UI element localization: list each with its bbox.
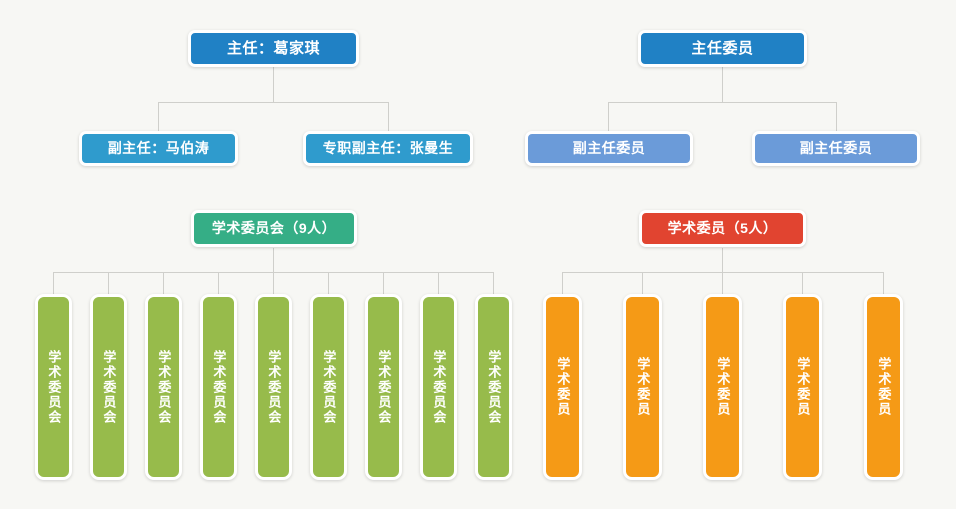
connector-left-member-8 xyxy=(438,272,439,294)
right-committee-label: 学术委员（5人） xyxy=(667,220,778,237)
left-member-label-9: 学术委员会 xyxy=(486,349,502,425)
left-member-node-7[interactable]: 学术委员会 xyxy=(365,294,402,480)
right-member-label-2: 学术委员 xyxy=(635,357,651,417)
connector-left-deputy-bus xyxy=(158,102,389,103)
left-deputy-label-2: 专职副主任：张曼生 xyxy=(322,140,454,157)
connector-left-member-3 xyxy=(163,272,164,294)
left-committee-label: 学术委员会（9人） xyxy=(211,220,337,237)
left-deputy-node-2[interactable]: 专职副主任：张曼生 xyxy=(303,131,473,166)
right-member-label-4: 学术委员 xyxy=(795,357,811,417)
left-member-node-2[interactable]: 学术委员会 xyxy=(90,294,127,480)
connector-right-member-1 xyxy=(562,272,563,294)
right-member-node-2[interactable]: 学术委员 xyxy=(623,294,662,480)
left-member-node-9[interactable]: 学术委员会 xyxy=(475,294,512,480)
left-deputy-label-1: 副主任：马伯涛 xyxy=(107,140,210,157)
left-member-label-1: 学术委员会 xyxy=(46,349,62,425)
left-member-label-8: 学术委员会 xyxy=(431,349,447,425)
left-member-label-6: 学术委员会 xyxy=(321,349,337,425)
right-member-node-1[interactable]: 学术委员 xyxy=(543,294,582,480)
right-member-node-5[interactable]: 学术委员 xyxy=(864,294,903,480)
connector-right-member-4 xyxy=(802,272,803,294)
connector-left-member-7 xyxy=(383,272,384,294)
connector-right-committee-down xyxy=(722,248,723,272)
connector-left-deputy-1 xyxy=(158,102,159,131)
right-root-node[interactable]: 主任委员 xyxy=(638,30,807,67)
right-deputy-node-2[interactable]: 副主任委员 xyxy=(752,131,920,166)
right-member-node-3[interactable]: 学术委员 xyxy=(703,294,742,480)
connector-right-member-5 xyxy=(883,272,884,294)
connector-left-member-5 xyxy=(273,272,274,294)
left-deputy-node-1[interactable]: 副主任：马伯涛 xyxy=(79,131,238,166)
right-root-label: 主任委员 xyxy=(691,39,754,57)
left-member-label-7: 学术委员会 xyxy=(376,349,392,425)
left-member-node-4[interactable]: 学术委员会 xyxy=(200,294,237,480)
left-member-node-8[interactable]: 学术委员会 xyxy=(420,294,457,480)
left-member-node-6[interactable]: 学术委员会 xyxy=(310,294,347,480)
right-deputy-label-2: 副主任委员 xyxy=(799,140,873,157)
connector-left-member-6 xyxy=(328,272,329,294)
left-committee-node[interactable]: 学术委员会（9人） xyxy=(191,210,357,247)
connector-right-member-3 xyxy=(722,272,723,294)
left-member-node-1[interactable]: 学术委员会 xyxy=(35,294,72,480)
left-member-label-5: 学术委员会 xyxy=(266,349,282,425)
right-member-label-1: 学术委员 xyxy=(555,357,571,417)
right-member-label-5: 学术委员 xyxy=(876,357,892,417)
connector-left-committee-down xyxy=(273,248,274,272)
connector-right-deputy-2 xyxy=(836,102,837,131)
connector-right-root-down xyxy=(722,66,723,102)
right-member-node-4[interactable]: 学术委员 xyxy=(783,294,822,480)
connector-right-deputy-bus xyxy=(608,102,836,103)
connector-left-member-4 xyxy=(218,272,219,294)
connector-right-deputy-1 xyxy=(608,102,609,131)
connector-left-root-down xyxy=(273,66,274,102)
right-deputy-node-1[interactable]: 副主任委员 xyxy=(525,131,693,166)
right-member-label-3: 学术委员 xyxy=(715,357,731,417)
right-deputy-label-1: 副主任委员 xyxy=(572,140,646,157)
left-member-node-5[interactable]: 学术委员会 xyxy=(255,294,292,480)
connector-left-member-1 xyxy=(53,272,54,294)
connector-left-member-9 xyxy=(493,272,494,294)
right-committee-node[interactable]: 学术委员（5人） xyxy=(639,210,806,247)
left-member-label-3: 学术委员会 xyxy=(156,349,172,425)
left-root-node[interactable]: 主任：葛家琪 xyxy=(188,30,359,67)
connector-right-member-2 xyxy=(642,272,643,294)
connector-left-deputy-2 xyxy=(388,102,389,131)
left-member-node-3[interactable]: 学术委员会 xyxy=(145,294,182,480)
connector-left-member-2 xyxy=(108,272,109,294)
left-member-label-2: 学术委员会 xyxy=(101,349,117,425)
left-member-label-4: 学术委员会 xyxy=(211,349,227,425)
left-root-label: 主任：葛家琪 xyxy=(226,39,320,57)
